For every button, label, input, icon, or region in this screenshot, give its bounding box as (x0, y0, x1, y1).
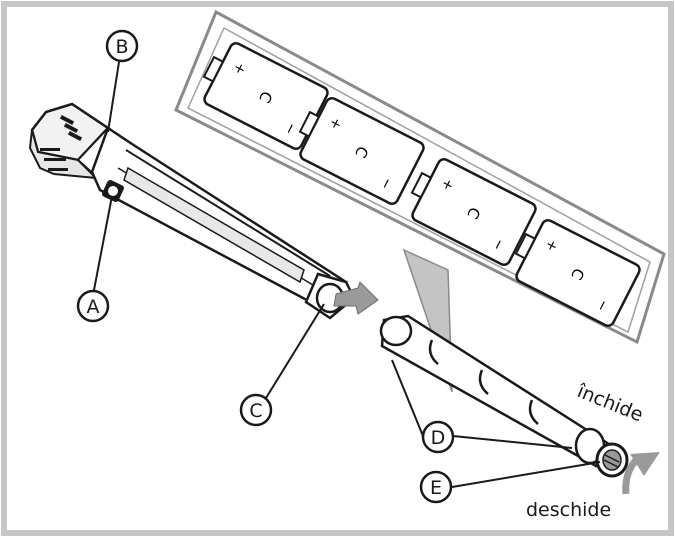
head-vent-slots (40, 114, 83, 171)
leader-a (93, 195, 113, 291)
battery-joint-2 (478, 369, 489, 395)
battery-joint-3 (528, 399, 539, 425)
end-cap-grip (602, 449, 622, 471)
insert-arrow-icon (333, 281, 379, 315)
battery-terminal (202, 55, 225, 83)
leader-d-2 (452, 435, 573, 449)
battery-terminal (410, 171, 433, 199)
flashlight (28, 102, 356, 320)
inset-battery-3: + C − (410, 158, 537, 266)
side-switch (102, 180, 124, 202)
body-grip-panel (123, 166, 305, 284)
callout-b-label: B (115, 36, 128, 58)
battery-terminal (298, 110, 321, 138)
callout-e-label: E (430, 477, 442, 499)
callout-d-label: D (431, 427, 446, 449)
leader-d-1 (391, 359, 424, 437)
callout-c-label: C (249, 400, 262, 422)
battery-stack (379, 314, 614, 468)
callout-a-label: A (87, 296, 100, 318)
battery-stack-end (379, 315, 413, 347)
leader-e (451, 461, 601, 488)
battery-terminal (514, 232, 537, 260)
leader-b (107, 61, 120, 133)
body-edge-line (125, 149, 331, 277)
flashlight-head-side (28, 129, 99, 180)
battery-joint-1 (428, 339, 439, 365)
callout-b: B (105, 29, 139, 63)
inset-battery-2: + C − (298, 97, 425, 205)
battery-inset: + C − + C − + C − + C − (174, 9, 666, 345)
leader-lines (93, 61, 601, 488)
end-cap (595, 442, 629, 478)
callout-d: D (421, 420, 455, 454)
open-label: deschide (526, 499, 611, 521)
callout-a: A (76, 289, 110, 323)
leader-c (265, 303, 325, 399)
inset-inner-border (187, 26, 651, 334)
callout-c: C (239, 393, 273, 427)
inset-battery-4: + C − (514, 219, 641, 327)
inset-battery-1: + C − (202, 42, 329, 150)
rotate-cap-arrow-icon (622, 452, 660, 495)
callout-e: E (419, 470, 453, 504)
